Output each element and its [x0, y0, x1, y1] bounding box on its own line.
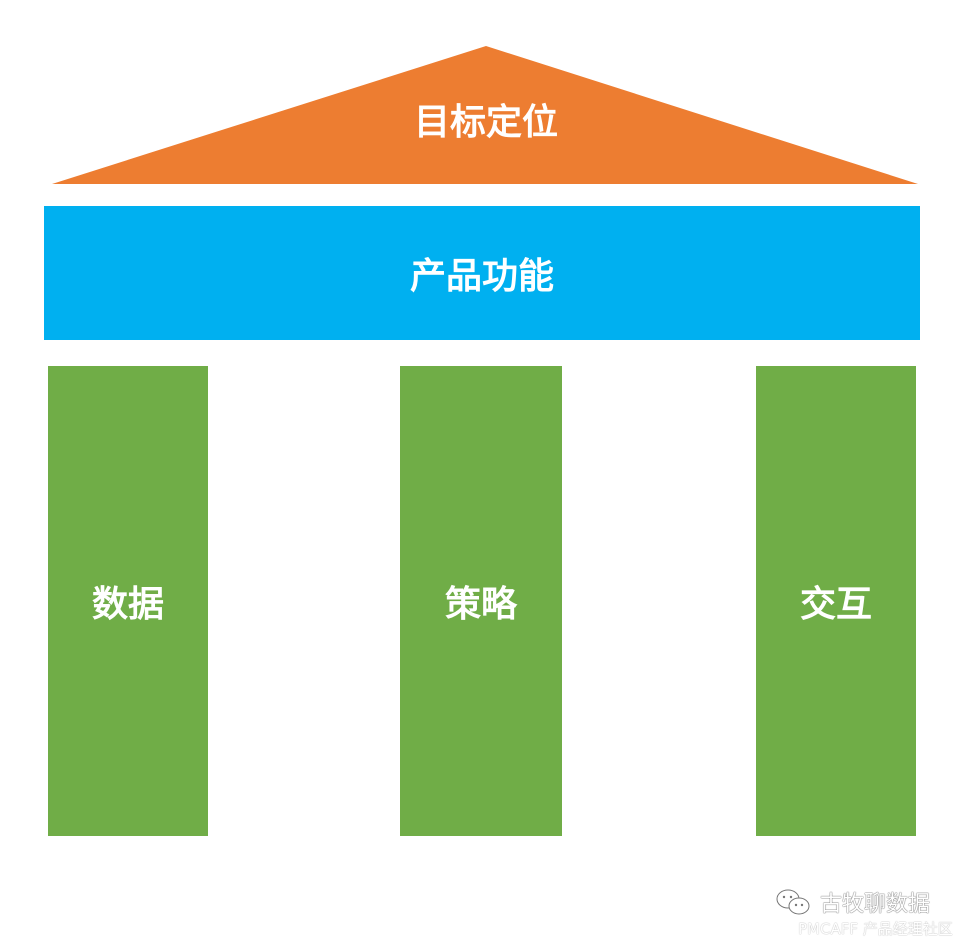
pillar-label: 数据 — [91, 584, 164, 625]
pillar-label: 交互 — [799, 584, 872, 625]
pillar-data: 数据 — [48, 366, 208, 836]
account-name: 古牧聊数据 — [820, 892, 931, 917]
beam-bar: 产品功能 — [44, 206, 920, 340]
beam-label: 产品功能 — [409, 256, 554, 297]
pillar-label: 策略 — [444, 584, 517, 625]
roof-triangle — [52, 46, 918, 184]
pillar-strategy: 策略 — [400, 366, 562, 836]
roof-label: 目标定位 — [413, 102, 558, 143]
watermark: 古牧聊数据 PMCAFF 产品经理社区 — [770, 886, 970, 946]
pillar-interaction: 交互 — [756, 366, 916, 836]
community-name: PMCAFF 产品经理社区 — [798, 920, 953, 938]
wechat-icon — [776, 889, 810, 915]
